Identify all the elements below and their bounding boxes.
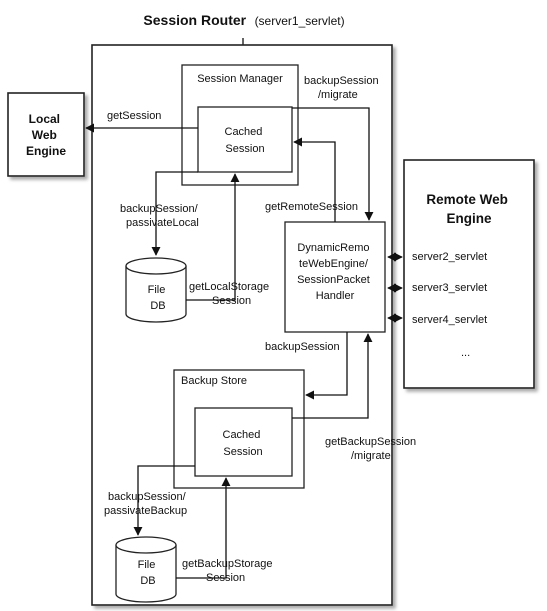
server4-label: server4_servlet <box>412 314 487 326</box>
edge-backup-passivate-backup-label: backupSession/ passivateBackup <box>104 491 189 517</box>
edge-get-remote-session-label: getRemoteSession <box>265 201 358 213</box>
edge-get-local-storage <box>186 173 240 301</box>
backup-store-cached-label: Cached Session <box>223 429 264 458</box>
edge-get-backup-migrate <box>292 333 373 419</box>
file-db-bottom <box>115 536 177 603</box>
session-manager-cached-box <box>197 106 293 173</box>
remote-web-engine-label: Remote Web Engine <box>426 192 511 226</box>
edge-backup-passivate-backup <box>133 465 195 536</box>
diagram-title: Session Router (server1_servlet) <box>143 12 344 29</box>
file-db-bottom-label: File DB <box>138 559 159 587</box>
edge-backup-migrate-top <box>292 107 374 221</box>
server-ellipsis: ... <box>461 347 470 359</box>
edge-get-remote-session <box>293 137 336 222</box>
dynamic-handler-box <box>284 221 386 333</box>
file-db-top <box>125 257 187 323</box>
edge-backup-migrate-top-label: backupSession /migrate <box>304 75 382 101</box>
dynamic-handler-label: DynamicRemo teWebEngine/ SessionPacket H… <box>297 242 373 302</box>
backup-store-label: Backup Store <box>181 375 247 387</box>
session-manager-label: Session Manager <box>197 73 283 85</box>
local-web-engine-box <box>7 92 85 177</box>
edge-backup-session <box>305 332 348 400</box>
edge-get-backup-migrate-label: getBackupSession /migrate <box>325 436 419 462</box>
edge-backup-passivate-local <box>151 171 198 256</box>
title-normal: (server1_servlet) <box>255 14 345 28</box>
edge-get-local-storage-label: getLocalStorage Session <box>189 281 272 307</box>
edge-get-backup-storage-label: getBackupStorage Session <box>182 558 276 584</box>
server3-label: server3_servlet <box>412 282 487 294</box>
session-manager-cached-label: Cached Session <box>225 126 266 155</box>
edge-backup-session-label: backupSession <box>265 341 340 353</box>
edge-get-backup-storage <box>176 477 231 579</box>
edge-get-session-label: getSession <box>107 110 161 122</box>
backup-store-cached-box <box>194 407 293 477</box>
edge-backup-passivate-local-label: backupSession/ passivateLocal <box>120 203 201 229</box>
title-bold: Session Router <box>143 12 246 28</box>
remote-web-engine-box <box>403 159 535 389</box>
server2-label: server2_servlet <box>412 251 487 263</box>
file-db-top-label: File DB <box>148 284 169 312</box>
local-web-engine-label: Local Web Engine <box>26 112 66 158</box>
